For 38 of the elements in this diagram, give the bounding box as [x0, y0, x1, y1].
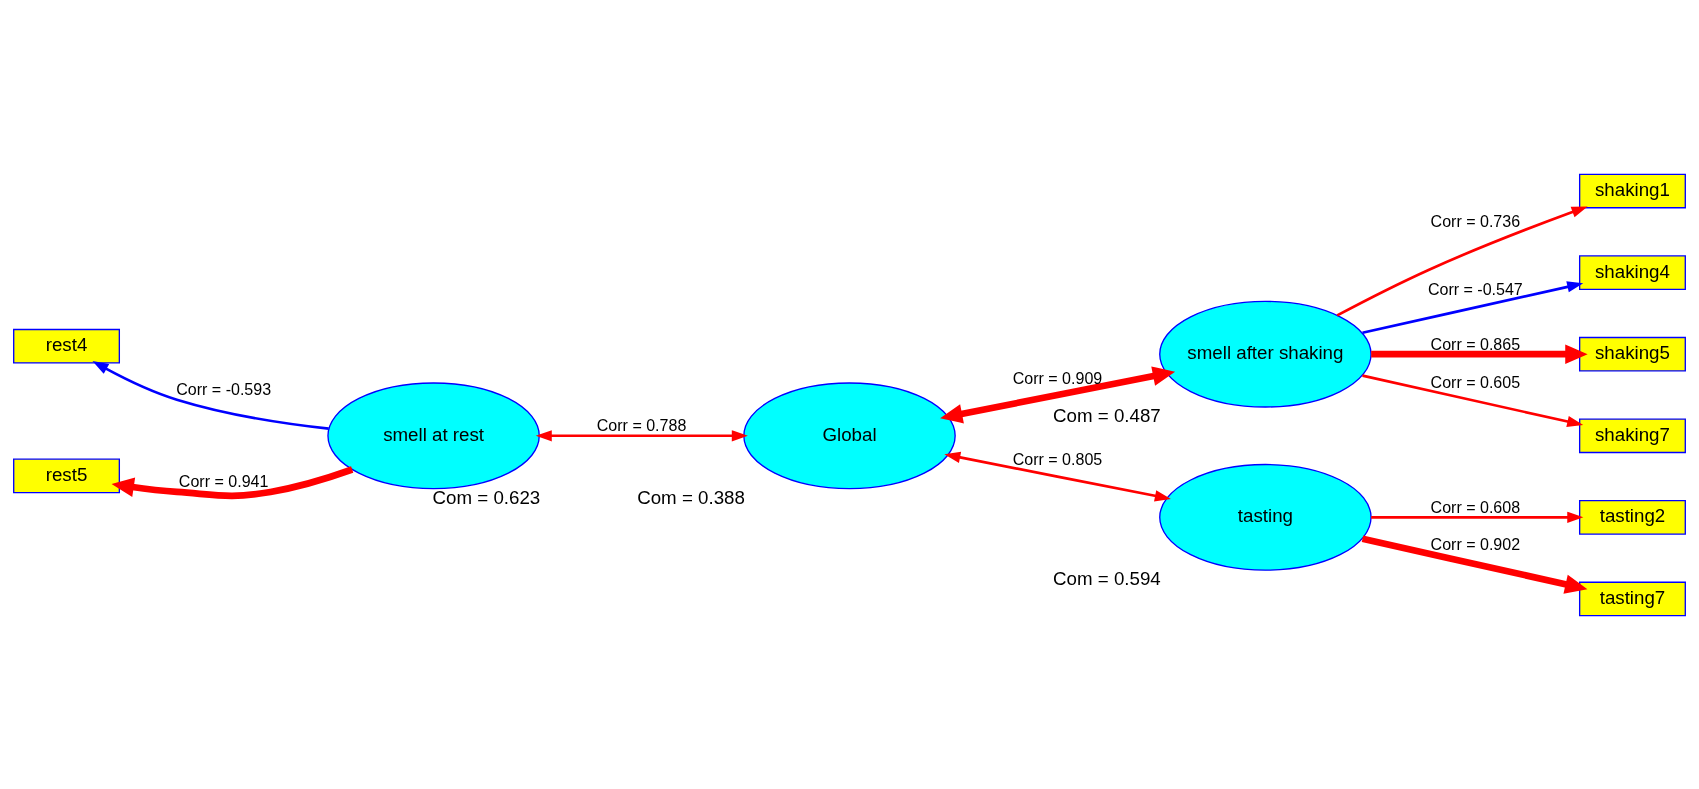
node-box: shaking1 [1579, 173, 1686, 208]
arrow [940, 366, 1176, 423]
arrow [111, 465, 354, 499]
node-ellipse: tasting [1159, 463, 1372, 571]
edge-label: Corr = 0.865 [1430, 334, 1521, 353]
node-box: rest5 [13, 458, 120, 493]
node-box: rest4 [13, 328, 120, 364]
edge-label: Corr = 0.909 [1012, 368, 1103, 387]
arrow [1361, 535, 1588, 594]
edge-label: Corr = -0.593 [176, 379, 272, 398]
edge-label: Corr = 0.608 [1430, 497, 1521, 516]
arrow [1362, 373, 1584, 427]
node-ellipse: smell at rest [327, 381, 540, 489]
node-label: Com = 0.594 [1053, 567, 1161, 589]
arrow [535, 429, 748, 441]
node-ellipse: Global [743, 381, 956, 489]
node-label: Com = 0.487 [1053, 404, 1161, 426]
node-box: shaking5 [1579, 336, 1686, 372]
node-label: Com = 0.388 [637, 486, 745, 508]
arrow [1371, 511, 1584, 523]
edge-label: Corr = 0.902 [1430, 534, 1521, 553]
arrow [92, 360, 329, 430]
edge-label: Corr = 0.941 [178, 471, 269, 490]
edge-label: Corr = -0.547 [1427, 279, 1523, 298]
node-box: tasting7 [1579, 581, 1686, 616]
edge-label: Corr = 0.605 [1430, 372, 1521, 391]
node-box: tasting2 [1579, 499, 1686, 535]
arrow [944, 451, 1171, 501]
edge-label: Corr = 0.788 [596, 415, 687, 434]
node-label: Com = 0.623 [432, 486, 541, 508]
node-ellipse: smell after shaking [1159, 300, 1372, 408]
arrow [1371, 343, 1588, 364]
arrow [1336, 205, 1588, 317]
edge-label: Corr = 0.805 [1012, 449, 1103, 468]
node-box: shaking7 [1579, 417, 1686, 453]
edge-label: Corr = 0.736 [1430, 211, 1521, 230]
node-box: shaking4 [1579, 254, 1686, 290]
arrow [1362, 280, 1584, 334]
